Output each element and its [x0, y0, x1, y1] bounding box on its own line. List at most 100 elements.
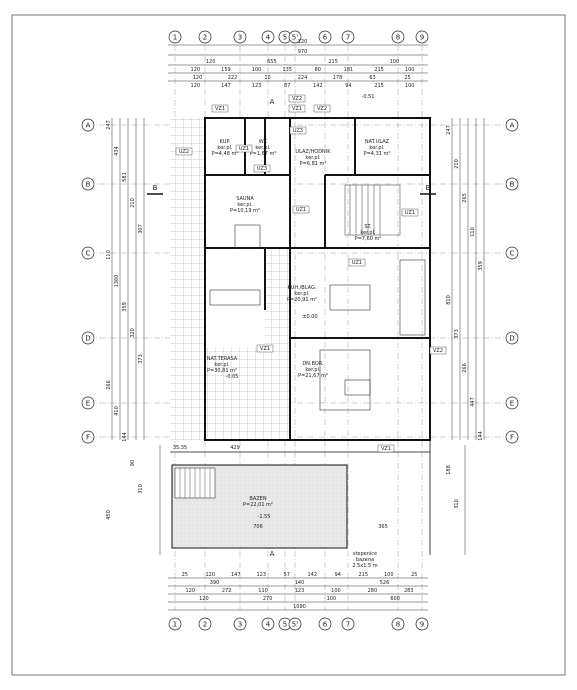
- top-dimension: 120: [191, 67, 201, 73]
- top-dimension: 100: [405, 83, 415, 89]
- axis-bubble: [415, 617, 429, 631]
- window-tag-box: [289, 126, 307, 135]
- right-dimension: 359: [478, 261, 484, 271]
- bottom-dimension: 280: [368, 588, 378, 594]
- left-dimension: 110: [106, 250, 112, 260]
- axis-label-col-top: 4: [266, 34, 271, 42]
- axis-bubble: [198, 30, 212, 44]
- room-floor: ker.pl.: [217, 145, 233, 151]
- room-floor: ker.pl.: [305, 155, 321, 161]
- top-dimension: 181: [344, 67, 354, 73]
- bottom-dimension: 215: [358, 572, 368, 578]
- window-tag-box: [211, 104, 229, 113]
- pool-dim: 429: [230, 445, 240, 451]
- axis-bubble: [505, 246, 519, 260]
- left-dimension: 266: [106, 380, 112, 390]
- room-area: P=30,81 m²: [207, 368, 237, 374]
- sheet-border: [11, 14, 566, 676]
- left-dimension: 450: [106, 510, 112, 520]
- axis-label-col-top: 5: [283, 34, 287, 42]
- bottom-dimension: 526: [380, 580, 390, 586]
- bottom-dimension: 100: [327, 596, 337, 602]
- bottom-dimension: 270: [263, 596, 273, 602]
- top-dimension: 100: [405, 67, 415, 73]
- axis-label-row-left: B: [86, 181, 91, 189]
- level-mark-top: -0.51: [362, 94, 375, 100]
- left-dimension: 247: [106, 120, 112, 130]
- axis-label-row-right: F: [510, 434, 514, 442]
- bottom-dimension: 120: [199, 596, 209, 602]
- right-dimension: 188: [446, 465, 452, 475]
- bottom-dimension: 390: [210, 580, 220, 586]
- room-name: BAZEN: [249, 496, 266, 502]
- pool-stairs-label: bazena: [356, 557, 374, 563]
- room-name: SAUNA: [236, 196, 254, 202]
- right-dimension: 144: [478, 431, 484, 441]
- axis-bubble: [168, 617, 182, 631]
- room-floor: ker.pl.: [369, 145, 385, 151]
- window-tag-box: [348, 258, 366, 267]
- top-dimension: 655: [267, 59, 277, 65]
- axis-label-row-left: D: [85, 335, 90, 343]
- window-tag: UZ1: [352, 260, 362, 266]
- axis-bubble: [415, 30, 429, 44]
- window-tag-box: [292, 205, 310, 214]
- top-dimension: 120: [193, 75, 203, 81]
- top-dimension: 94: [345, 83, 351, 89]
- window-tag: UZ1: [296, 207, 306, 213]
- axis-bubble: [81, 396, 95, 410]
- walls: [204, 117, 431, 441]
- axis-label-row-left: A: [86, 122, 91, 130]
- bottom-dimension: 272: [222, 588, 232, 594]
- axis-bubble: [341, 30, 355, 44]
- window-tag-box: [313, 104, 331, 113]
- axis-label-col-top: 7: [346, 34, 350, 42]
- axis-label-row-right: B: [510, 181, 515, 189]
- left-dimension: 310: [138, 484, 144, 494]
- window-tag-box: [256, 344, 274, 353]
- axis-bubble: [233, 30, 247, 44]
- pool-stairs-label: 2.5x1.5 m: [352, 563, 377, 569]
- axis-bubble: [288, 617, 302, 631]
- axis-bubble: [233, 617, 247, 631]
- axis-label-row-right: A: [510, 122, 515, 130]
- bottom-dimension: 283: [404, 588, 414, 594]
- axis-bubble: [391, 30, 405, 44]
- top-dimension: 120: [298, 39, 308, 45]
- axis-label-col-bottom: 8: [396, 621, 400, 629]
- left-dimension: 144: [122, 432, 128, 442]
- pool-dim: 706: [253, 524, 263, 530]
- window-tag-box: [288, 104, 306, 113]
- level-mark: -0.05: [226, 374, 239, 380]
- axis-bubble: [505, 331, 519, 345]
- top-dimension: 178: [333, 75, 343, 81]
- axis-label-col-bottom: 2: [203, 621, 207, 629]
- room-area: P=6,81 m²: [300, 161, 327, 167]
- window-tag: VZ1: [215, 106, 225, 112]
- axis-bubble: [341, 617, 355, 631]
- bottom-dimension: 100: [331, 588, 341, 594]
- axis-label-row-left: F: [86, 434, 90, 442]
- section-marker-b: B: [153, 184, 158, 192]
- top-dimension: 63: [369, 75, 375, 81]
- bottom-dimension: 142: [307, 572, 317, 578]
- axis-label-col-bottom: 7: [346, 621, 350, 629]
- room-name: DN.BOR.: [302, 361, 324, 367]
- left-dimension: 90: [130, 460, 136, 466]
- window-tag: VZ2: [292, 96, 302, 102]
- axis-bubble: [318, 617, 332, 631]
- axis-bubble: [81, 331, 95, 345]
- level-mark: -1.55: [258, 514, 271, 520]
- right-dimension: 373: [454, 329, 460, 339]
- top-dimension: 159: [221, 67, 231, 73]
- window-tag: UZ3: [293, 128, 303, 134]
- top-dimension: 135: [282, 67, 292, 73]
- room-name: KUP.: [220, 139, 231, 145]
- axis-label-col-top: 3: [238, 34, 242, 42]
- pool-dim: 365: [378, 524, 388, 530]
- top-dimension: 100: [252, 67, 262, 73]
- staircase: [344, 184, 401, 236]
- right-dimension: 247: [446, 125, 452, 135]
- bottom-dimension: 600: [390, 596, 400, 602]
